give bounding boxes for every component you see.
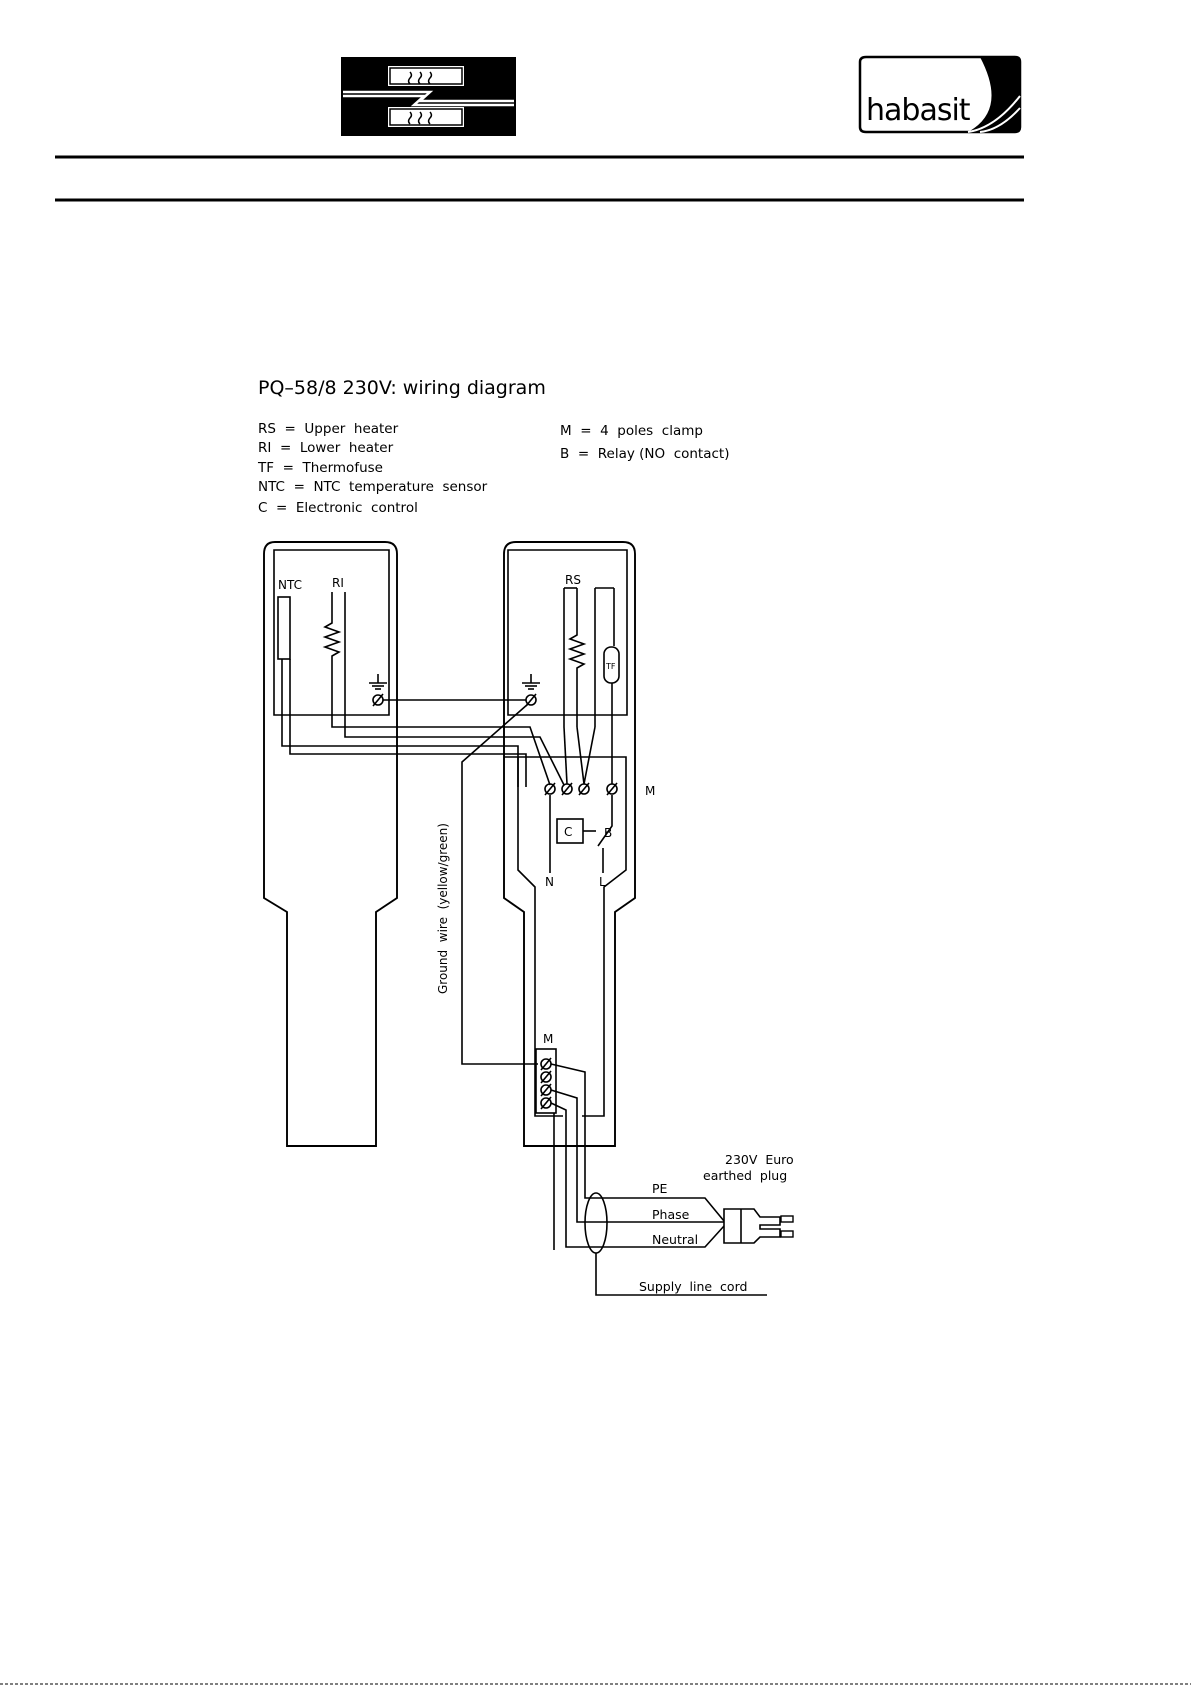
tf-label: TF <box>605 662 616 671</box>
lower-heater-resistor <box>322 592 346 716</box>
clamp-terminal <box>561 782 573 796</box>
ri-label: RI <box>332 576 344 590</box>
clamp-terminal <box>540 1096 552 1110</box>
ground-terminal-left <box>372 693 384 707</box>
legend-item: B = Relay (NO contact) <box>560 446 729 462</box>
m-top-label: M <box>645 784 655 798</box>
lower-jaw-housing <box>263 541 398 1147</box>
habasit-logo: habasit <box>858 55 1022 134</box>
plug-label-line2: earthed plug <box>703 1168 787 1183</box>
brand-logo-text: habasit <box>866 93 971 128</box>
neutral-label: Neutral <box>652 1232 698 1247</box>
clamp-terminal <box>540 1083 552 1097</box>
jaw-jumper-wires <box>281 659 565 787</box>
supply-cord-lead <box>595 1253 767 1296</box>
cable-jacket <box>584 1192 608 1254</box>
ground-icon <box>522 674 540 690</box>
upper-heater-resistor <box>563 587 587 727</box>
electronic-control-box <box>556 818 596 844</box>
clamp-terminal <box>540 1070 552 1084</box>
clamp-terminal <box>540 1057 552 1071</box>
legend-item: TF = Thermofuse <box>257 460 383 476</box>
ntc-label: NTC <box>278 578 302 592</box>
four-pole-clamp-top <box>544 726 618 796</box>
ground-wire-label: Ground wire (yellow/green) <box>436 823 450 994</box>
l-label: L <box>599 875 606 889</box>
supply-wires <box>550 1063 725 1250</box>
rs-label: RS <box>565 573 581 587</box>
legend-item: M = 4 poles clamp <box>560 423 703 439</box>
b-label: B <box>604 826 612 840</box>
legend-item: NTC = NTC temperature sensor <box>258 479 488 495</box>
plug-label-line1: 230V Euro <box>725 1152 794 1167</box>
relay-contact <box>549 795 613 873</box>
legend-item: RS = Upper heater <box>258 421 399 437</box>
pe-label: PE <box>652 1181 668 1196</box>
clamp-terminal <box>606 782 618 796</box>
legend-item: RI = Lower heater <box>258 440 394 456</box>
diagram-title: PQ–58/8 230V: wiring diagram <box>258 377 546 399</box>
c-label: C <box>564 825 572 839</box>
legend-left: RS = Upper heater RI = Lower heater TF =… <box>257 421 488 516</box>
ground-icon <box>369 674 387 690</box>
n-label: N <box>545 875 554 889</box>
phase-label: Phase <box>652 1207 690 1222</box>
m-bottom-label: M <box>543 1032 553 1046</box>
upper-jaw-housing <box>503 541 636 1147</box>
supply-cord-label: Supply line cord <box>639 1279 747 1294</box>
euro-plug-icon <box>723 1208 794 1244</box>
welding-machine-logo <box>341 57 516 136</box>
thermofuse <box>594 587 620 727</box>
clamp-terminal <box>578 782 590 796</box>
legend-item: C = Electronic control <box>258 500 418 516</box>
ground-wire <box>383 699 538 1065</box>
clamp-terminal <box>544 782 556 796</box>
ntc-sensor <box>277 596 291 660</box>
legend-right: M = 4 poles clamp B = Relay (NO contact) <box>560 423 729 462</box>
